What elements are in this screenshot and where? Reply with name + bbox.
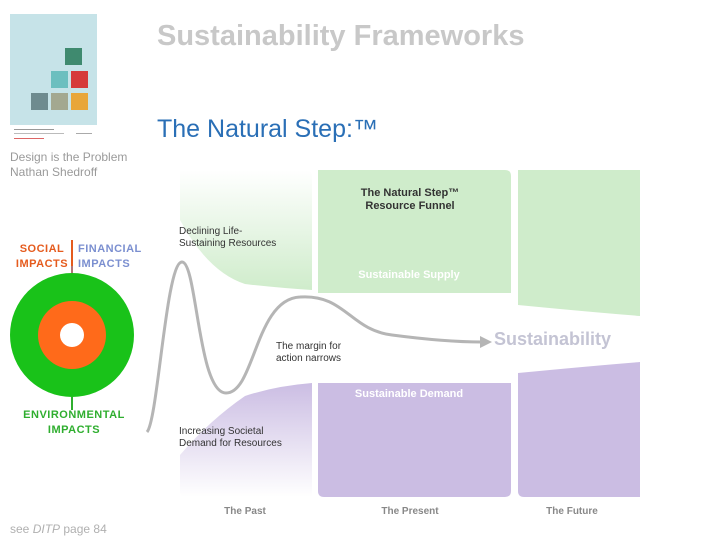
- demand-future-panel: [518, 362, 640, 497]
- supply-future-panel: [518, 170, 640, 316]
- declining-resources-label: Declining Life-Sustaining Resources: [179, 226, 277, 249]
- supply-present-panel: [318, 170, 511, 293]
- cover-square: [51, 71, 68, 88]
- resource-funnel-diagram: [145, 170, 640, 497]
- slide-title: Sustainability Frameworks: [157, 20, 525, 52]
- curve-arrowhead: [480, 336, 492, 348]
- cover-square: [51, 93, 68, 110]
- book-cover-image: [10, 14, 97, 145]
- impacts-diagram: [10, 240, 134, 410]
- resource-curve: [145, 260, 483, 434]
- demand-past-panel: [180, 383, 312, 497]
- timeline-future-label: The Future: [546, 506, 598, 517]
- timeline-present-label: The Present: [381, 506, 439, 517]
- sustainability-goal-label: Sustainability: [494, 329, 612, 349]
- demand-present-panel: [318, 383, 511, 497]
- cover-square: [65, 48, 82, 65]
- book-author: Nathan Shedroff: [10, 165, 98, 179]
- financial-core: [60, 323, 84, 347]
- page-reference: see DITP page 84: [10, 522, 107, 536]
- framework-subtitle: The Natural Step:™: [157, 115, 378, 143]
- cover-text-strip: [10, 125, 97, 145]
- book-title: Design is the Problem: [10, 150, 128, 164]
- cover-square: [71, 71, 88, 88]
- cover-square: [31, 93, 48, 110]
- cover-square: [71, 93, 88, 110]
- supply-past-panel: [180, 170, 312, 290]
- timeline-past-label: The Past: [224, 506, 266, 517]
- sustainable-supply-label: Sustainable Supply: [358, 269, 460, 281]
- sustainable-demand-label: Sustainable Demand: [354, 388, 464, 400]
